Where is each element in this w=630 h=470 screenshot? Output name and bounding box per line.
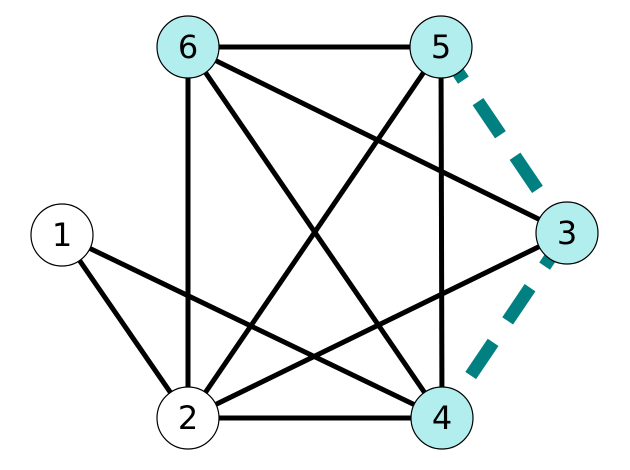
- node-4: 4: [410, 386, 474, 450]
- edge-1-2: [59, 233, 191, 420]
- node-4-circle: [410, 386, 474, 450]
- edge-3-4-highlighted: [436, 229, 573, 422]
- node-4-label: 4: [432, 399, 452, 437]
- nodes-layer: 1 2 3 4 5 6: [30, 15, 599, 450]
- node-2-circle: [156, 386, 220, 450]
- edge-2-3: [186, 230, 569, 421]
- node-1-label: 1: [52, 216, 72, 254]
- node-3: 3: [535, 201, 599, 265]
- node-5-label: 5: [431, 28, 451, 66]
- node-6: 6: [156, 15, 220, 79]
- node-2-label: 2: [178, 399, 198, 437]
- node-5: 5: [409, 15, 473, 79]
- edge-5-3-highlighted: [435, 43, 573, 237]
- node-5-circle: [409, 15, 473, 79]
- edge-1-4: [60, 232, 444, 421]
- node-6-label: 6: [178, 28, 198, 66]
- node-3-label: 3: [557, 214, 577, 252]
- node-6-circle: [156, 15, 220, 79]
- edges-layer: [59, 43, 573, 422]
- node-1: 1: [30, 203, 94, 267]
- node-1-circle: [30, 203, 94, 267]
- node-3-circle: [535, 201, 599, 265]
- edge-5-4: [438, 46, 445, 419]
- edge-5-2: [185, 45, 444, 420]
- node-2: 2: [156, 386, 220, 450]
